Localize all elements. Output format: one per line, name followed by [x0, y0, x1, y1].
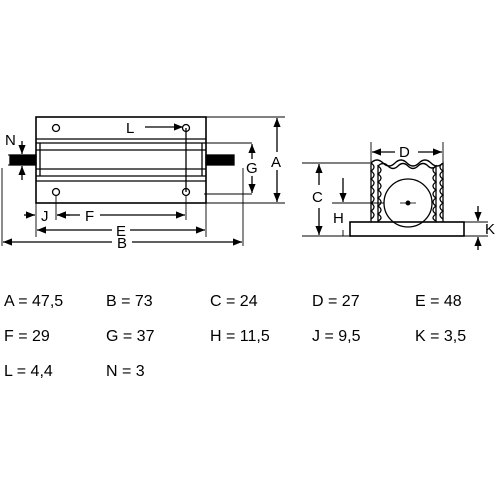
label-G: G: [246, 160, 258, 177]
label-F: F: [85, 208, 94, 225]
label-K: K: [485, 221, 495, 238]
label-A: A: [271, 154, 281, 171]
dim-C: [302, 162, 370, 237]
label-H: H: [333, 210, 344, 227]
dim-value: B = 73: [106, 293, 153, 310]
front-view: [9, 116, 235, 204]
dim-A: [206, 116, 285, 204]
mounting-hole: [51, 187, 61, 197]
resistor-dimension-drawing: N L G A J F E B D C H K: [1, 116, 495, 252]
dim-value: C = 24: [210, 293, 258, 310]
label-J: J: [41, 208, 49, 225]
label-C: C: [312, 189, 323, 206]
label-L: L: [126, 120, 134, 137]
label-B: B: [117, 235, 127, 252]
dim-value: A = 47,5: [4, 293, 64, 310]
resistor-body: [35, 116, 207, 204]
label-E: E: [116, 223, 126, 240]
dim-value: E = 48: [415, 293, 462, 310]
mounting-hole: [51, 123, 61, 133]
side-view: [349, 159, 465, 237]
dim-G: [204, 142, 256, 195]
left-terminal: [9, 154, 37, 166]
dim-value: G = 37: [106, 328, 155, 345]
left-fin-wall: [369, 161, 375, 222]
dim-value: J = 9,5: [312, 328, 361, 345]
dim-value: K = 3,5: [415, 328, 467, 345]
label-N: N: [5, 132, 16, 149]
label-D: D: [399, 144, 410, 161]
dim-K: [464, 206, 488, 250]
base-plate: [349, 221, 465, 237]
dim-D: [370, 142, 444, 162]
right-terminal: [205, 154, 235, 166]
dim-N: [8, 141, 36, 180]
dim-value: L = 4,4: [4, 363, 53, 380]
dim-H: [332, 178, 384, 236]
dim-value: N = 3: [106, 363, 145, 380]
dim-value: D = 27: [312, 293, 360, 310]
dim-value: F = 29: [4, 328, 50, 345]
right-fin-wall: [439, 161, 445, 222]
dim-value: H = 11,5: [210, 328, 270, 345]
dimension-table: A = 47,5 B = 73 C = 24 D = 27 E = 48 F =…: [0, 285, 500, 385]
